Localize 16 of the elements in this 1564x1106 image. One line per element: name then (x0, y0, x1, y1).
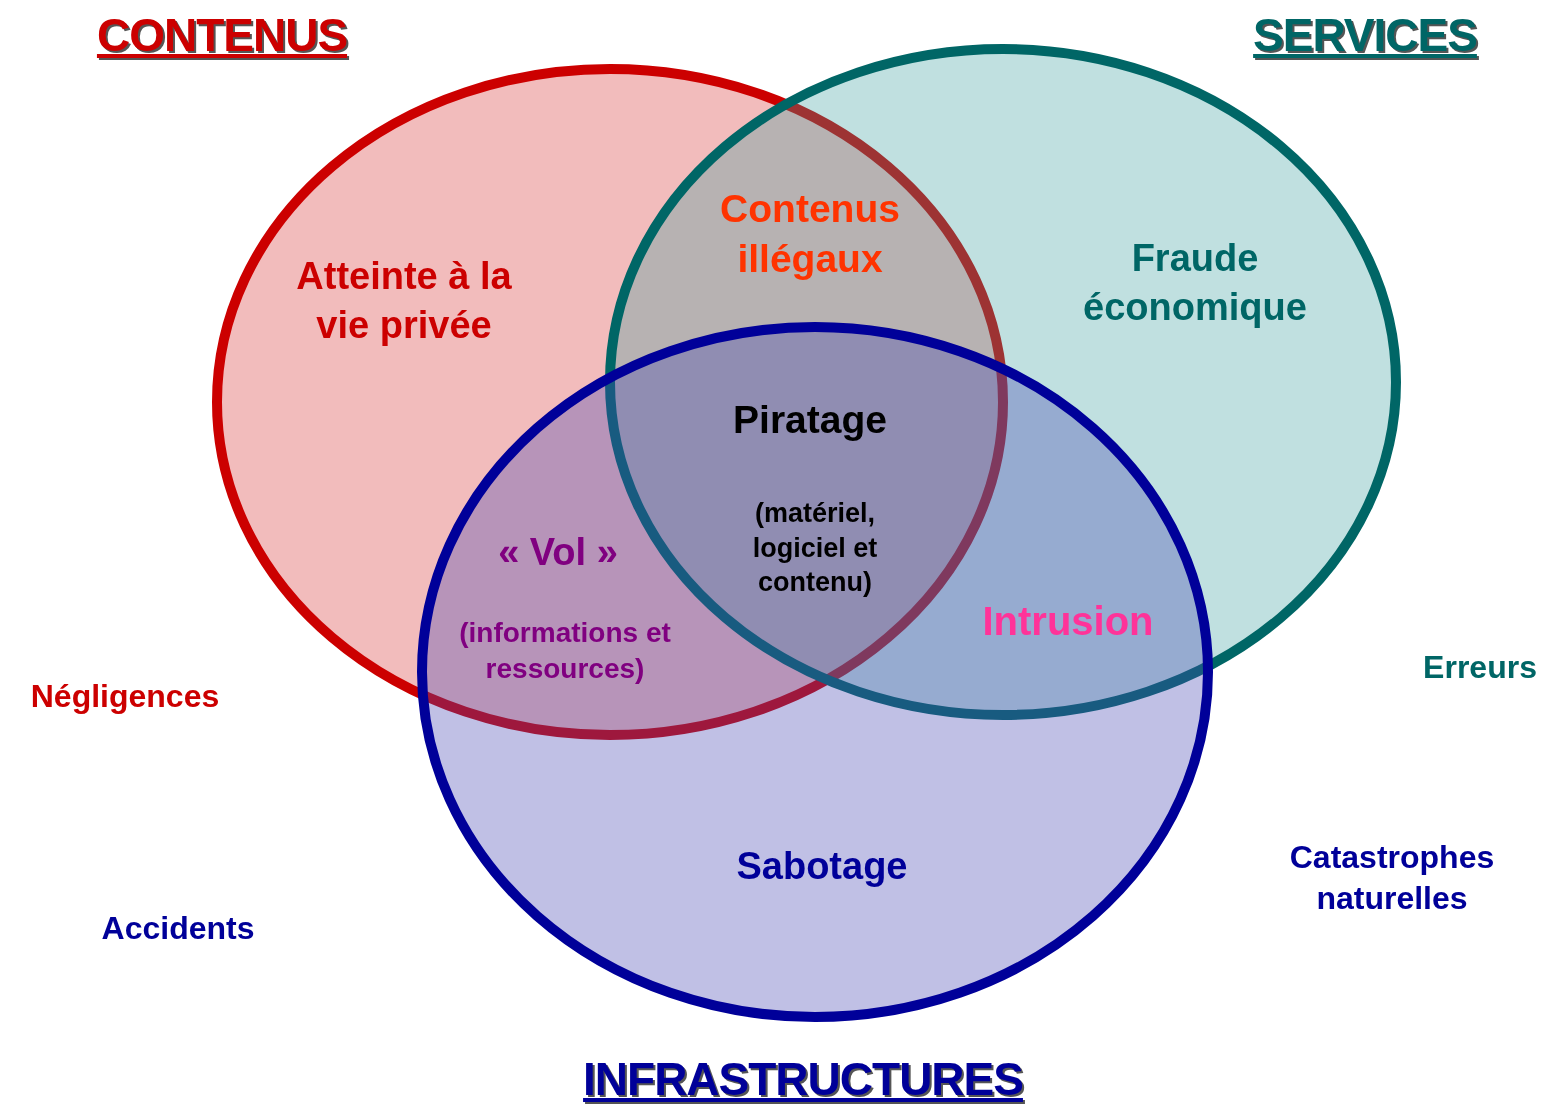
region-label: Erreurs (1422, 648, 1538, 687)
region-label: Catastrophes naturelles (1288, 838, 1496, 918)
region-label: Contenus illégaux (719, 186, 901, 282)
set-heading: INFRASTRUCTURES (583, 1052, 1023, 1106)
region-label: « Vol » (497, 530, 619, 575)
region-label: (informations et ressources) (458, 616, 672, 686)
set-heading: SERVICES (1253, 8, 1477, 63)
region-label: (matériel, logiciel et contenu) (751, 497, 879, 600)
region-label: Intrusion (981, 598, 1155, 645)
set-heading: CONTENUS (96, 8, 348, 63)
region-label: Sabotage (735, 844, 909, 889)
region-label: Négligences (29, 677, 221, 716)
region-label: Atteinte à la vie privée (295, 254, 513, 348)
region-label: Accidents (100, 909, 256, 948)
region-label: Piratage (732, 397, 888, 443)
region-label: Fraude économique (1082, 236, 1308, 330)
